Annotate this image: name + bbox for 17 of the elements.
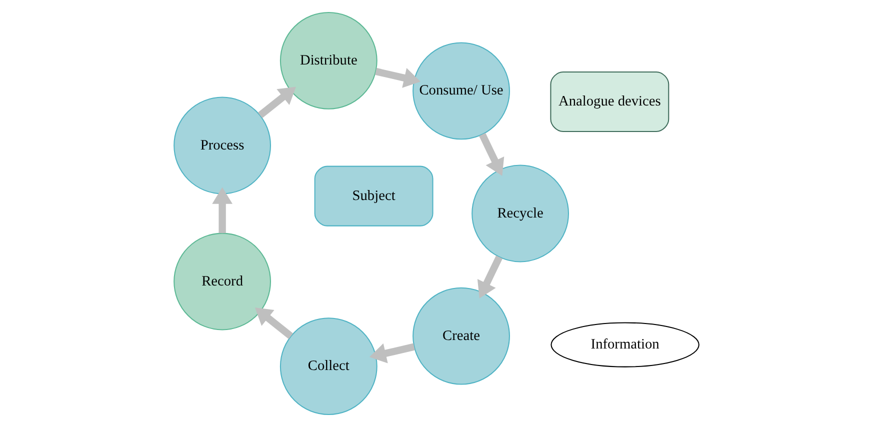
arrow xyxy=(257,86,296,118)
node-circle: Distribute xyxy=(279,12,377,110)
arrow xyxy=(212,187,232,234)
arrow xyxy=(478,132,504,176)
node-box: Analogue devices xyxy=(550,71,669,132)
node-circle: Record xyxy=(173,232,271,330)
node-circle: Collect xyxy=(279,318,377,416)
node-circle: Create xyxy=(412,287,510,385)
arrow xyxy=(374,68,420,88)
arrow xyxy=(476,256,502,298)
node-ellipse: Information xyxy=(550,322,699,368)
arrow xyxy=(254,308,293,339)
node-box: Subject xyxy=(314,166,433,226)
node-circle: Process xyxy=(173,96,271,194)
node-circle: Consume/ Use xyxy=(412,42,510,140)
arrow xyxy=(368,343,414,364)
node-circle: Recycle xyxy=(471,164,569,262)
